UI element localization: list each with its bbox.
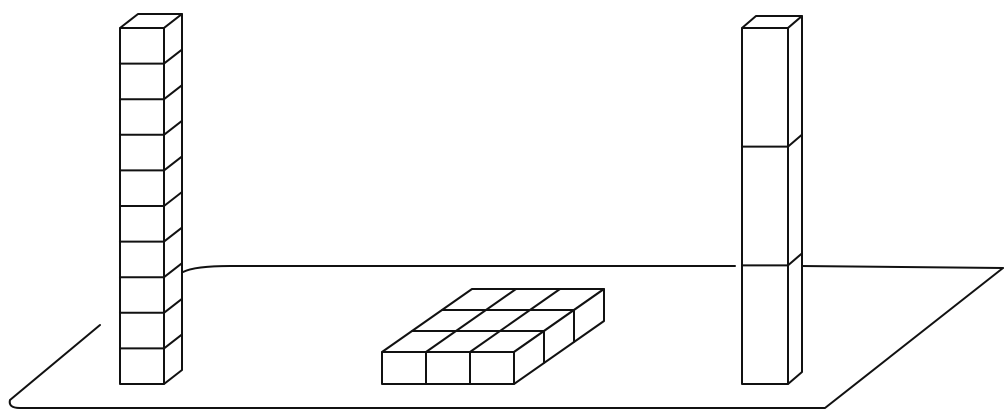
tall-block-column-right <box>742 16 802 384</box>
right-column-block-side-face <box>788 16 802 384</box>
right-column-block-front-face <box>742 28 788 384</box>
tall-cube-column-left <box>120 14 182 384</box>
flat-cube-array <box>382 289 604 384</box>
table-back-edge-left <box>183 266 735 272</box>
flat-array-front-face <box>382 352 514 384</box>
table-back-edge-right <box>801 266 1003 268</box>
